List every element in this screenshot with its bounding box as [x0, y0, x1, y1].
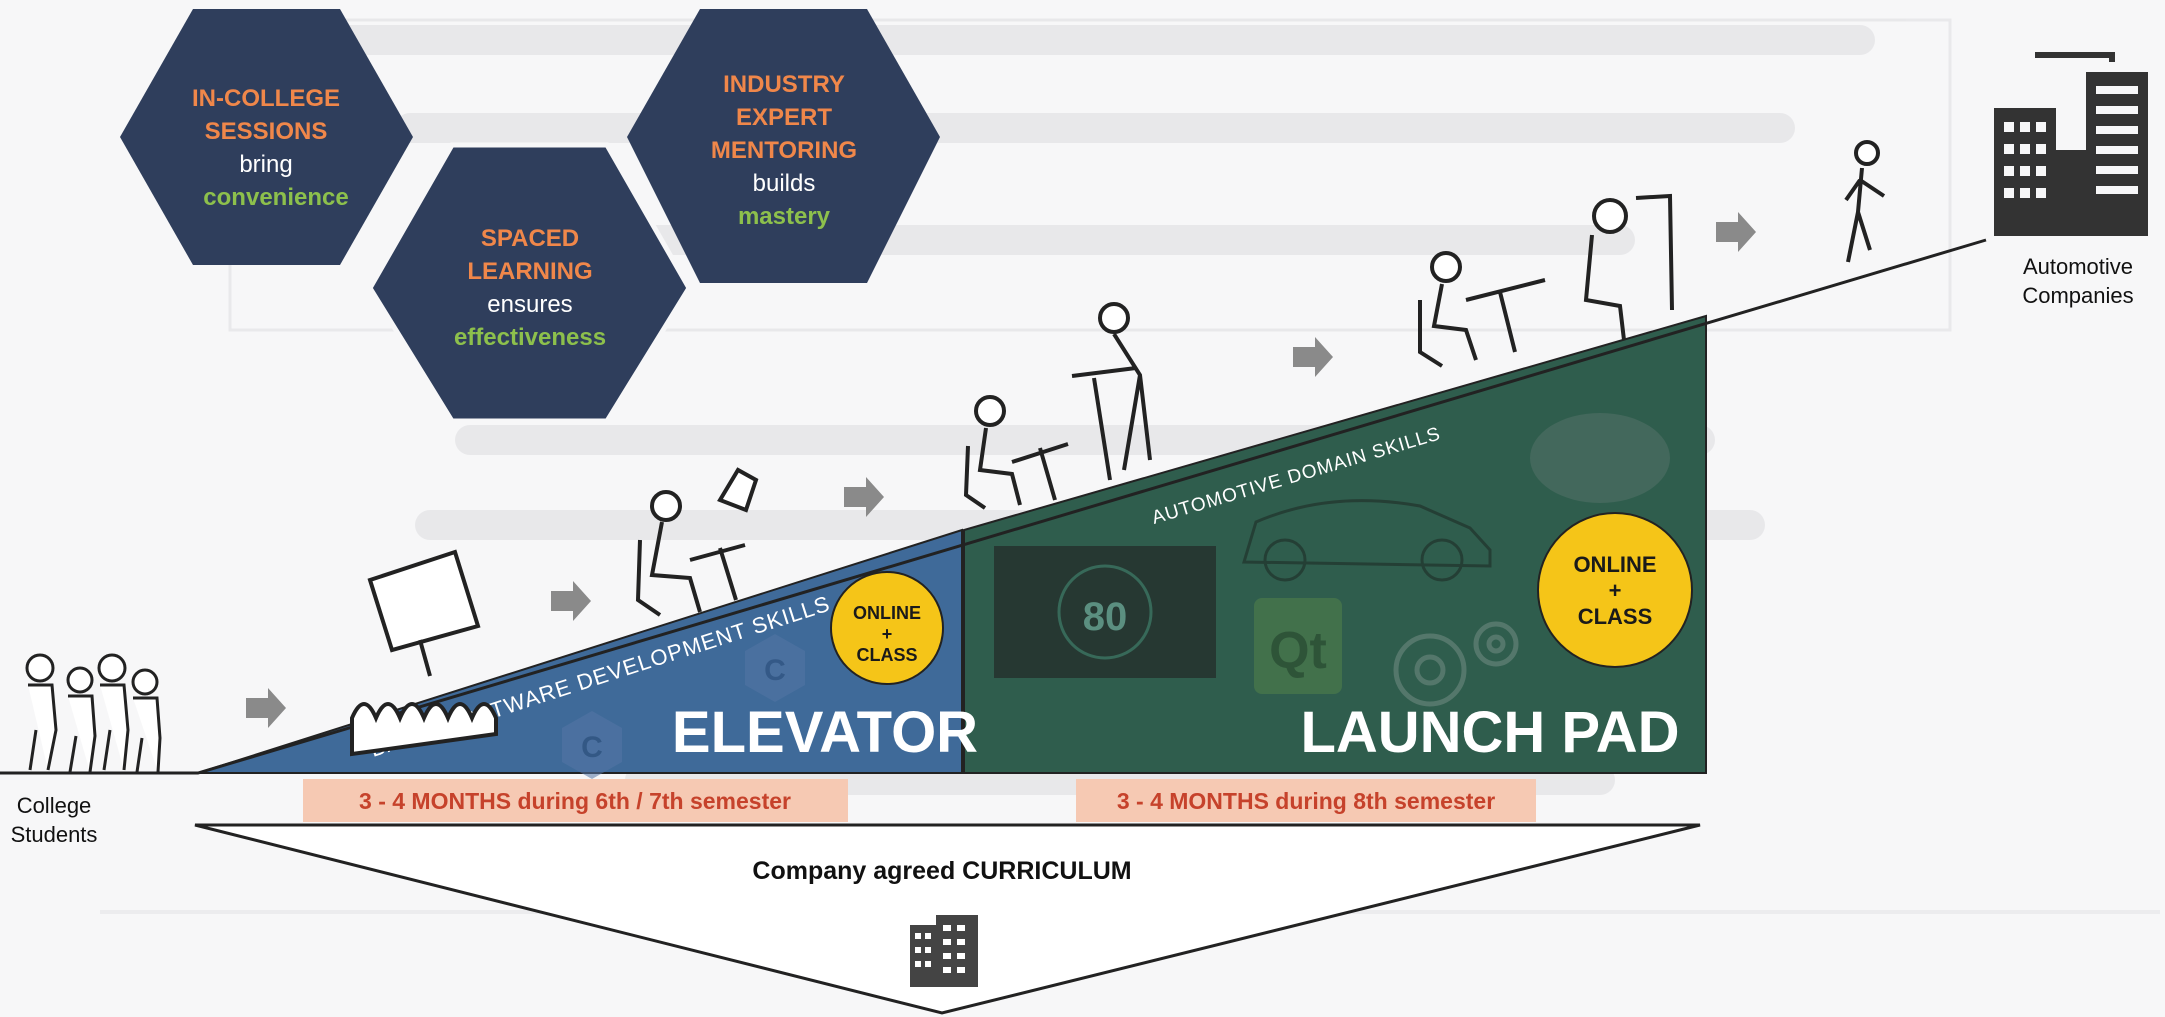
svg-text:+: +: [882, 624, 893, 644]
hexagon-industry-expert: INDUSTRY EXPERT MENTORING builds mastery: [627, 9, 940, 283]
automotive-building-icon: [1994, 52, 2148, 236]
svg-text:ONLINE: ONLINE: [1573, 552, 1656, 577]
walking-person-icon: [1844, 140, 1886, 263]
qt-logo-text: Qt: [1269, 622, 1327, 680]
elevator-duration-text: 3 - 4 MONTHS during 6th / 7th semester: [359, 788, 791, 814]
student-desk-icon: [635, 467, 759, 617]
arrow-icon: [246, 688, 286, 728]
hex-verb: ensures: [487, 291, 572, 318]
hex-verb: builds: [753, 170, 816, 197]
hex-title-line: EXPERT: [736, 104, 832, 131]
svg-text:C: C: [581, 731, 603, 764]
hexagon-spaced-learning: SPACED LEARNING ensures effectiveness: [367, 142, 692, 424]
presentation-icon: [350, 549, 498, 757]
svg-text:CLASS: CLASS: [856, 645, 917, 665]
background-bleed: [100, 18, 2160, 914]
end-label-line: Automotive: [2023, 254, 2133, 279]
building-icon: [910, 915, 978, 987]
gear-icon: [1393, 621, 1519, 707]
elevator-title: ELEVATOR: [672, 700, 978, 765]
mentoring-icon: [1418, 193, 1674, 368]
hex-title-line: IN-COLLEGE: [192, 85, 340, 112]
hex-title-line: INDUSTRY: [723, 71, 845, 98]
c-language-icon: C: [745, 634, 805, 702]
hex-title-line: MENTORING: [711, 137, 857, 164]
progress-line: [0, 238, 1987, 775]
hex-title-line: SESSIONS: [205, 118, 328, 145]
people-group-icon: [25, 653, 162, 773]
start-label-line: Students: [11, 822, 98, 847]
hex-title-line: LEARNING: [467, 258, 592, 285]
start-label-line: College: [17, 793, 92, 818]
dashboard-icon: 80: [994, 546, 1216, 678]
arrow-icon: [551, 581, 591, 621]
curriculum-label: Company agreed CURRICULUM: [752, 857, 1131, 885]
student-desk-icon: [963, 395, 1069, 510]
svg-text:+: +: [1609, 578, 1622, 603]
launch-pad-duration: 3 - 4 MONTHS during 8th semester: [1076, 779, 1536, 822]
c-language-icon: C: [562, 711, 622, 779]
qt-logo-icon: Qt: [1254, 598, 1342, 694]
car-icon: [1241, 499, 1492, 582]
launch-pad-title: LAUNCH PAD: [1300, 700, 1679, 765]
hexagon-in-college: IN-COLLEGE SESSIONS bring convenience: [120, 9, 413, 265]
elevator-badge: ONLINE + CLASS: [830, 571, 944, 685]
svg-text:ONLINE: ONLINE: [853, 603, 921, 623]
hex-benefit: effectiveness: [454, 324, 606, 351]
hex-verb: bring: [239, 151, 292, 178]
arrow-icon: [1716, 212, 1756, 252]
arrow-icon: [1293, 337, 1333, 377]
brain-icon: [1530, 413, 1670, 503]
hex-title-line: SPACED: [481, 225, 579, 252]
launch-pad-duration-text: 3 - 4 MONTHS during 8th semester: [1117, 788, 1495, 814]
elevator-duration: 3 - 4 MONTHS during 6th / 7th semester: [303, 779, 848, 822]
dash-reading: 80: [1083, 595, 1128, 639]
svg-text:CLASS: CLASS: [1578, 604, 1653, 629]
end-label-line: Companies: [2022, 283, 2133, 308]
svg-text:C: C: [764, 654, 786, 687]
launch-pad-badge: ONLINE + CLASS: [1537, 512, 1693, 668]
hex-benefit: mastery: [738, 203, 831, 230]
teacher-icon: [1071, 302, 1152, 481]
hex-benefit: convenience: [203, 184, 348, 211]
